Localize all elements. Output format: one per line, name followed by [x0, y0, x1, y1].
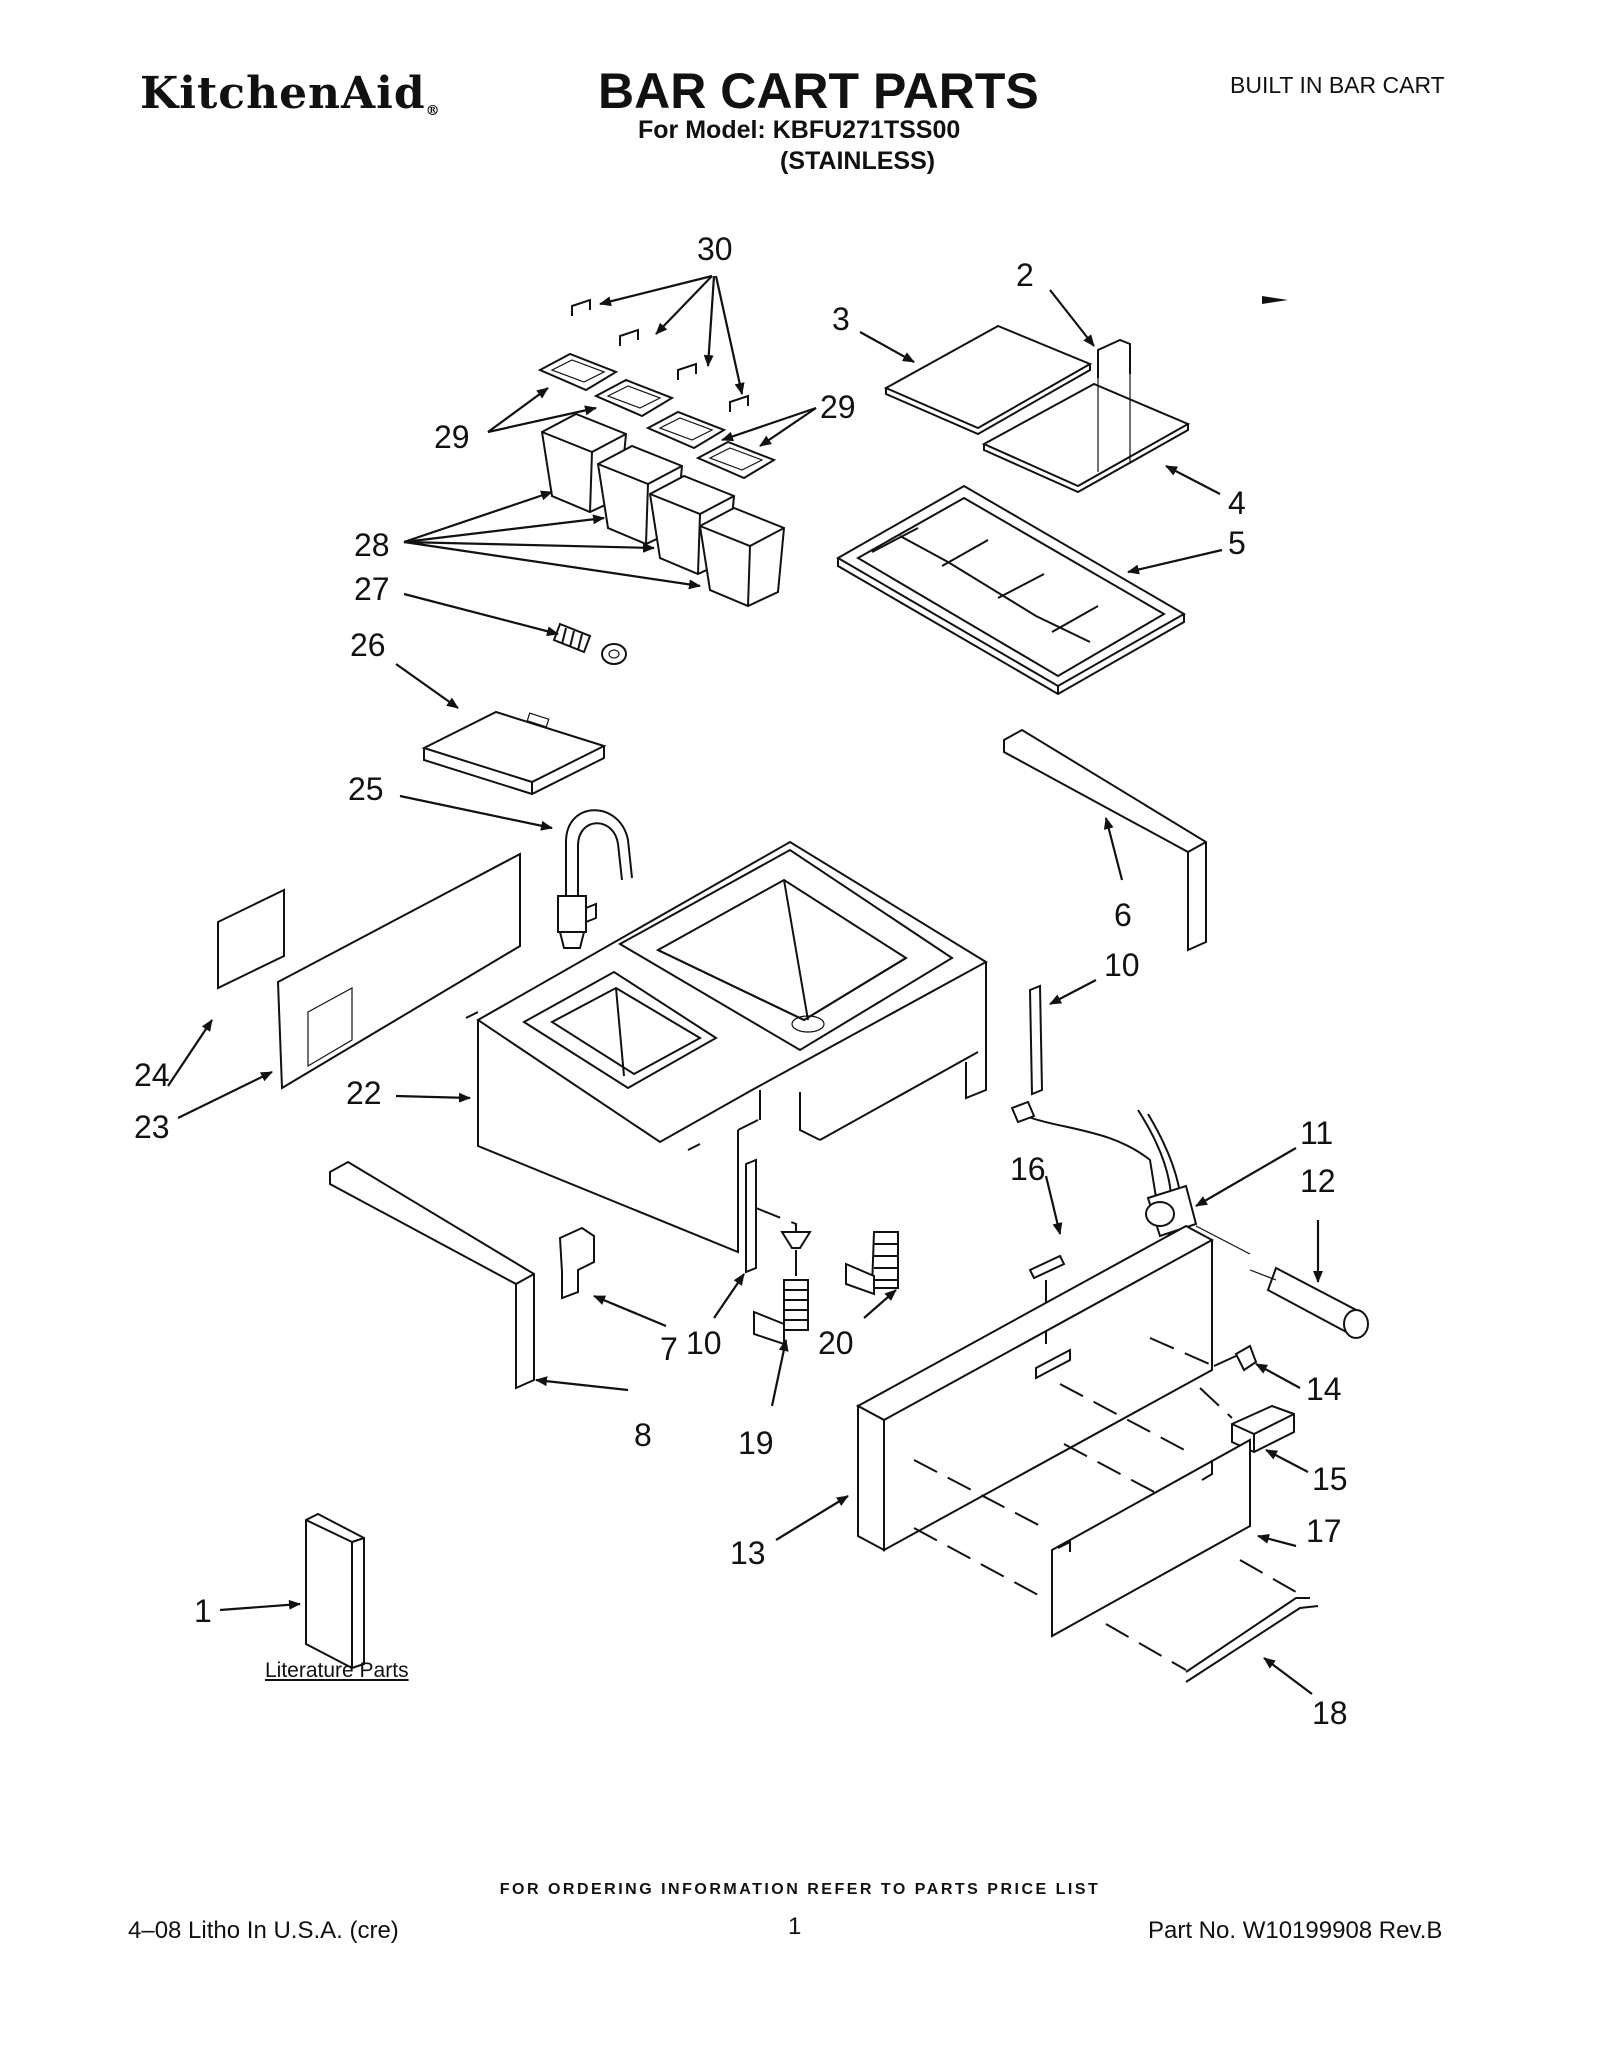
part-17-tray [1051, 1438, 1251, 1638]
part-16-label [1028, 1254, 1066, 1354]
callout-16: 16 [1010, 1151, 1046, 1187]
callout-11: 11 [1300, 1115, 1333, 1151]
callout-numbers: 30 29 29 28 27 26 25 2 3 4 5 6 10 11 12 … [134, 231, 1348, 1731]
callout-20: 20 [818, 1325, 854, 1361]
part-12-roller [1249, 1266, 1369, 1339]
callout-19: 19 [738, 1425, 774, 1461]
callout-24: 24 [134, 1057, 170, 1093]
callout-29-left: 29 [434, 419, 470, 455]
callout-30: 30 [697, 231, 733, 267]
footer-litho: 4–08 Litho In U.S.A. (cre) [128, 1917, 399, 1944]
part-27-fitting [552, 622, 627, 665]
callout-15: 15 [1312, 1461, 1348, 1497]
part-13-shelf-box [855, 1224, 1215, 1597]
callout-27: 27 [354, 571, 390, 607]
part-6-bracket [1003, 728, 1207, 952]
part-5-frame [835, 484, 1187, 696]
part-10-strip-lower [745, 1158, 757, 1274]
callout-23: 23 [134, 1109, 170, 1145]
brand-registered-mark: ® [425, 103, 441, 119]
part-1-literature [305, 1512, 365, 1670]
part-3-4-covers [883, 324, 1191, 494]
model-variant: (STAINLESS) [780, 147, 936, 175]
callout-4: 4 [1228, 485, 1246, 521]
callout-1: 1 [194, 1593, 212, 1629]
callout-12: 12 [1300, 1163, 1336, 1199]
model-number: For Model: KBFU271TSS00 [638, 116, 961, 144]
callout-6: 6 [1114, 897, 1132, 933]
callout-10-upper: 10 [1104, 947, 1140, 983]
callout-26: 26 [350, 627, 386, 663]
part-19-drain-hose [753, 1207, 812, 1346]
part-30-handles [571, 298, 749, 412]
callout-7: 7 [660, 1331, 678, 1367]
part-7-clip [558, 1226, 595, 1300]
part-20-hose [845, 1231, 899, 1296]
part-14-latch [1149, 1337, 1258, 1372]
product-category: BUILT IN BAR CART [1230, 72, 1445, 98]
page-title: BAR CART PARTS [598, 63, 1039, 119]
callout-2: 2 [1016, 257, 1034, 293]
callout-8: 8 [634, 1417, 652, 1453]
part-22-sink-assembly [465, 840, 988, 1254]
callout-25: 25 [348, 771, 384, 807]
callout-18: 18 [1312, 1695, 1348, 1731]
callout-14: 14 [1306, 1371, 1342, 1407]
page-number: 1 [788, 1913, 802, 1940]
callout-17: 17 [1306, 1513, 1342, 1549]
part-8-bracket [329, 1160, 535, 1390]
leader-lines [167, 274, 1323, 1695]
brand-name: KitchenAid [140, 68, 426, 119]
footer-part-number: Part No. W10199908 Rev.B [1148, 1917, 1443, 1944]
literature-parts-label: Literature Parts [265, 1659, 409, 1682]
part-23-panel [276, 852, 521, 1090]
part-25-faucet [557, 809, 633, 981]
corner-arrow [1262, 296, 1288, 304]
callout-28: 28 [354, 527, 390, 563]
part-26-cutting-board [421, 710, 607, 796]
part-10-strip-upper [1028, 984, 1044, 1096]
callout-22: 22 [346, 1075, 382, 1111]
part-18-towel-bar [1105, 1559, 1319, 1683]
callout-29-right: 29 [820, 389, 856, 425]
part-11-motor [1010, 1100, 1251, 1257]
part-2-handle [1097, 338, 1131, 472]
callout-10-lower: 10 [686, 1325, 722, 1361]
callout-3: 3 [832, 301, 850, 337]
part-29-lids [537, 352, 777, 480]
ordering-note: FOR ORDERING INFORMATION REFER TO PARTS … [499, 1881, 1101, 1898]
callout-13: 13 [730, 1535, 766, 1571]
brand-logo: KitchenAid® [140, 68, 441, 119]
callout-5: 5 [1228, 525, 1246, 561]
part-24-plate [217, 888, 285, 990]
part-28-pans [540, 412, 786, 608]
